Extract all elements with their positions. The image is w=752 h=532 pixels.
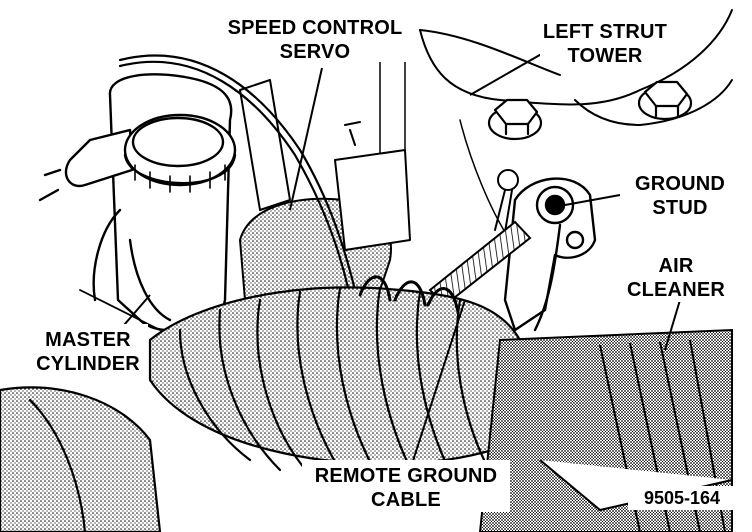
svg-text:STUD: STUD	[652, 197, 707, 219]
leader-remote-ground-cable	[409, 299, 466, 471]
air-intake-hose	[148, 286, 522, 482]
leader-speed-control-servo	[289, 67, 323, 211]
leader-lines	[117, 51, 681, 471]
reservoir-cap	[123, 113, 237, 193]
ground-stud-bracket	[503, 177, 597, 332]
svg-text:SPEED CONTROL: SPEED CONTROL	[228, 17, 403, 39]
ground-stud	[535, 185, 585, 250]
ground-eyelet	[494, 169, 519, 233]
label-ground-stud: GROUND STUD	[625, 168, 735, 220]
svg-text:GROUND: GROUND	[635, 173, 725, 195]
svg-text:AIR: AIR	[658, 255, 693, 277]
label-speed-control-servo: SPEED CONTROL SERVO	[218, 10, 412, 63]
svg-text:TOWER: TOWER	[567, 45, 642, 67]
intake-hose-ridges	[358, 275, 460, 314]
svg-text:CYLINDER: CYLINDER	[36, 353, 140, 375]
label-master-cylinder: MASTER CYLINDER	[28, 324, 148, 376]
strut-tower-nuts	[487, 80, 693, 141]
svg-text:REMOTE GROUND: REMOTE GROUND	[315, 465, 498, 487]
label-remote-ground-cable: REMOTE GROUND CABLE	[302, 460, 510, 512]
lower-left-duct	[0, 386, 162, 532]
leader-left-strut-tower	[469, 51, 546, 96]
svg-text:9505-164: 9505-164	[644, 488, 720, 508]
svg-text:MASTER: MASTER	[45, 329, 131, 351]
svg-text:CABLE: CABLE	[371, 489, 441, 511]
svg-text:SERVO: SERVO	[280, 41, 351, 63]
figure-number: 9505-164	[628, 486, 736, 510]
svg-text:CLEANER: CLEANER	[627, 279, 725, 301]
svg-text:LEFT STRUT: LEFT STRUT	[543, 21, 667, 43]
master-cylinder	[38, 73, 233, 332]
speed-control-servo	[239, 79, 411, 301]
label-left-strut-tower: LEFT STRUT TOWER	[540, 14, 670, 67]
leader-ground-stud	[564, 194, 621, 206]
leader-air-cleaner	[664, 299, 681, 351]
label-air-cleaner: AIR CLEANER	[615, 250, 735, 302]
speed-control-cable	[118, 54, 357, 294]
